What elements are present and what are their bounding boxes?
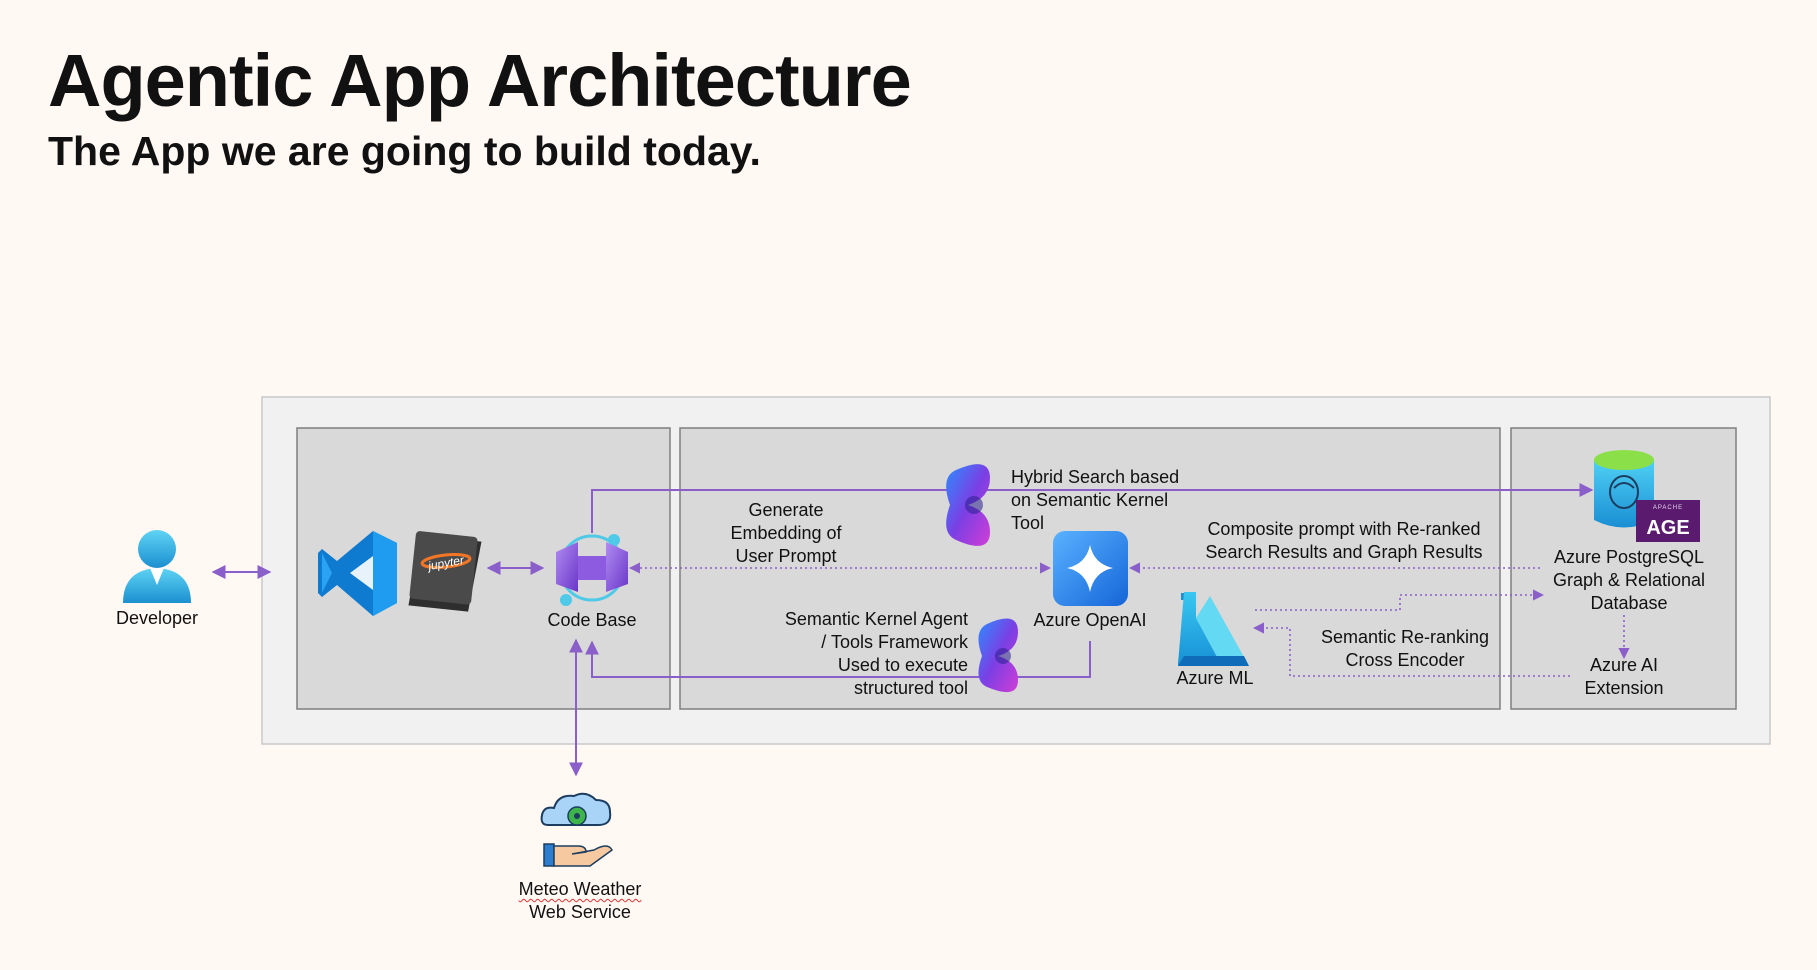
page-subtitle: The App we are going to build today. xyxy=(48,128,761,174)
svg-text:APACHE: APACHE xyxy=(1653,505,1683,511)
azure-ml-icon xyxy=(1178,592,1249,666)
meteo-label: Meteo Weather Web Service xyxy=(518,879,642,922)
semantic-kernel-icon-bottom xyxy=(978,618,1018,693)
arrow-sk-agent xyxy=(585,640,1091,678)
code-base-icon xyxy=(556,534,628,606)
code-base-label: Code Base xyxy=(547,610,637,630)
arrow-ml-to-db xyxy=(1255,589,1545,611)
weather-service-icon xyxy=(540,792,613,867)
ai-extension-label: Azure AI Extension xyxy=(1584,655,1664,698)
semantic-kernel-icon-top xyxy=(946,464,990,546)
jupyter-notebook-icon: jupyter xyxy=(408,531,482,612)
hybrid-search-label: Hybrid Search based on Semantic Kernel T… xyxy=(1011,467,1180,533)
arrow-extension-to-ml xyxy=(1252,622,1570,677)
azure-openai-label: Azure OpenAI xyxy=(1033,610,1147,630)
reranking-label: Semantic Re-ranking Cross Encoder xyxy=(1320,627,1490,670)
azure-openai-icon xyxy=(1053,531,1128,606)
person-icon xyxy=(123,530,191,603)
azure-ml-label: Azure ML xyxy=(1176,668,1254,688)
svg-text:jupyter: jupyter xyxy=(425,553,466,574)
arrow-hybrid-search xyxy=(591,483,1594,533)
postgres-label: Azure PostgreSQL Graph & Relational Data… xyxy=(1552,547,1706,613)
vscode-icon xyxy=(318,531,397,616)
page-title: Agentic App Architecture xyxy=(48,39,912,122)
composite-prompt-label: Composite prompt with Re-ranked Search R… xyxy=(1205,519,1483,562)
embedding-label: Generate Embedding of User Prompt xyxy=(730,500,842,566)
postgresql-database-icon: APACHE AGE xyxy=(1594,450,1700,542)
sk-agent-label: Semantic Kernel Agent / Tools Framework … xyxy=(784,609,968,698)
developer-label: Developer xyxy=(115,608,199,628)
svg-text:AGE: AGE xyxy=(1646,517,1689,539)
